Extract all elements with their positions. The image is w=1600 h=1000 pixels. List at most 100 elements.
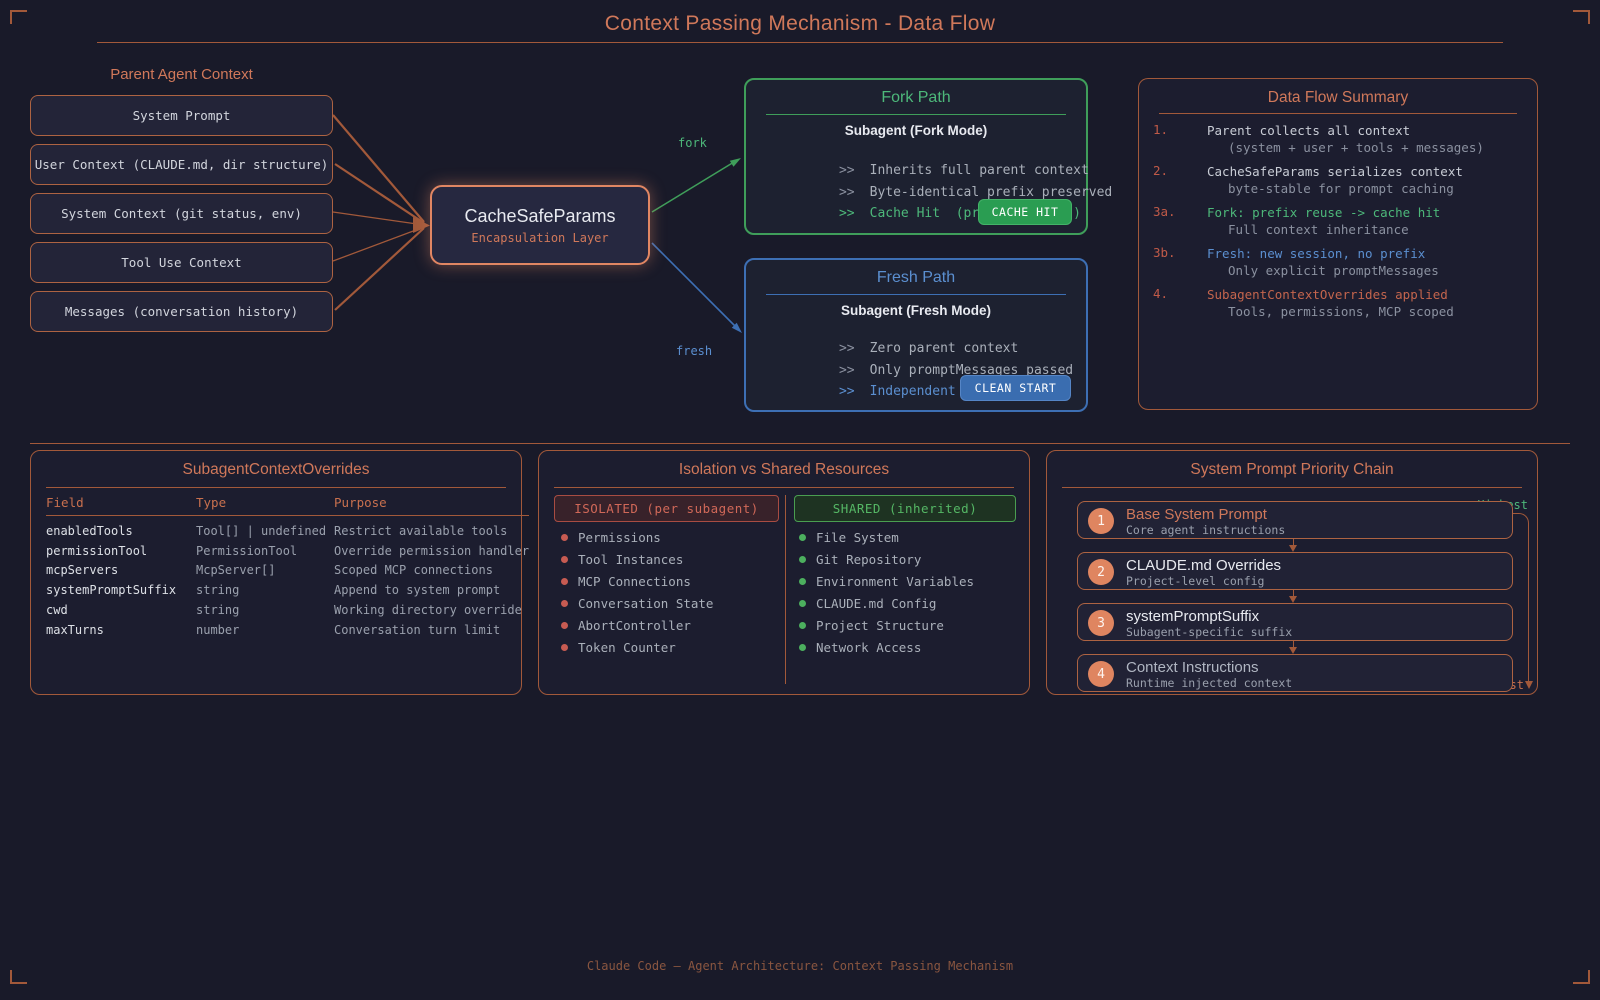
page-title: Context Passing Mechanism - Data Flow — [604, 12, 996, 35]
corner-bracket-icon — [10, 10, 27, 24]
fresh-subtitle: Subagent (Fresh Mode) — [840, 303, 991, 318]
footer-caption: Claude Code — Agent Architecture: Contex… — [586, 959, 1014, 973]
fresh-line: >>Only promptMessages passed — [838, 363, 1074, 378]
bullet-dot-icon — [799, 534, 806, 541]
list-item: Permissions — [561, 530, 713, 545]
summary-item: 4. SubagentContextOverrides applied Tool… — [1153, 286, 1454, 319]
isolation-title: Isolation vs Shared Resources — [678, 461, 890, 478]
summary-list: 1. Parent collects all context (system +… — [1153, 122, 1527, 320]
column-divider — [785, 495, 786, 684]
fork-title-underline — [766, 114, 1066, 115]
fresh-line: >>Zero parent context — [838, 341, 1019, 356]
priority-number-badge: 3 — [1088, 610, 1114, 636]
table-cell: maxTurns — [46, 622, 104, 637]
table-cell: cwd — [46, 602, 68, 617]
list-item: File System — [799, 530, 974, 545]
overrides-underline — [46, 487, 506, 488]
table-cell: Working directory override — [334, 602, 522, 617]
priority-underline — [1062, 487, 1522, 488]
list-item: Conversation State — [561, 596, 713, 611]
list-item: Tool Instances — [561, 552, 713, 567]
down-arrow-icon — [1289, 539, 1298, 552]
context-box-messages: Messages (conversation history) — [30, 291, 333, 332]
priority-item-1: 1 Base System Prompt Core agent instruct… — [1077, 501, 1513, 539]
bullet-dot-icon — [799, 622, 806, 629]
table-cell: McpServer[] — [196, 563, 276, 578]
clean-start-badge: CLEAN START — [960, 375, 1071, 401]
table-cell: Tool[] | undefined — [196, 524, 327, 538]
cache-hit-badge: CACHE HIT — [978, 199, 1072, 225]
list-item: AbortController — [561, 618, 713, 633]
shared-header: SHARED (inherited) — [794, 495, 1016, 522]
list-item: MCP Connections — [561, 574, 713, 589]
fresh-path-title: Fresh Path — [876, 269, 956, 286]
table-cell: Append to system prompt — [334, 583, 501, 598]
bullet-dot-icon — [561, 534, 568, 541]
priority-item-3: 3 systemPromptSuffix Subagent-specific s… — [1077, 603, 1513, 641]
down-arrow-icon — [1289, 641, 1298, 654]
fork-line: >>Byte-identical prefix preserved — [838, 185, 1113, 200]
cache-safe-params-node: CacheSafeParams Encapsulation Layer — [430, 185, 650, 265]
table-cell: enabledTools — [46, 524, 133, 538]
context-box-system-context: System Context (git status, env) — [30, 193, 333, 234]
context-box-tool-use: Tool Use Context — [30, 242, 333, 283]
summary-underline — [1159, 113, 1517, 114]
isolation-panel: Isolation vs Shared Resources ISOLATED (… — [538, 450, 1030, 695]
bullet-dot-icon — [799, 578, 806, 585]
fresh-path-box: Fresh Path Subagent (Fresh Mode) >>Zero … — [744, 258, 1088, 412]
data-flow-summary-panel: Data Flow Summary 1. Parent collects all… — [1138, 78, 1538, 410]
table-cell: Conversation turn limit — [334, 622, 501, 637]
priority-item-4: 4 Context Instructions Runtime injected … — [1077, 654, 1513, 692]
fork-arrow — [651, 158, 741, 213]
bullet-dot-icon — [561, 600, 568, 607]
isolated-header: ISOLATED (per subagent) — [554, 495, 779, 522]
bullet-dot-icon — [799, 556, 806, 563]
fork-subtitle: Subagent (Fork Mode) — [844, 123, 988, 138]
fresh-title-underline — [766, 294, 1066, 295]
bullet-dot-icon — [799, 644, 806, 651]
isolation-underline — [554, 487, 1014, 488]
isolated-list: Permissions Tool Instances MCP Connectio… — [561, 530, 713, 655]
fork-path-title: Fork Path — [881, 89, 951, 106]
priority-number-badge: 2 — [1088, 559, 1114, 585]
context-box-user-context: User Context (CLAUDE.md, dir structure) — [30, 144, 333, 185]
fresh-edge-label: fresh — [676, 344, 713, 358]
column-header: Type — [196, 495, 227, 510]
summary-item: 2. CacheSafeParams serializes context by… — [1153, 163, 1463, 196]
corner-bracket-icon — [1573, 10, 1590, 24]
converge-arrows — [332, 114, 430, 311]
parent-context-heading: Parent Agent Context — [110, 66, 253, 83]
column-header: Field — [46, 495, 84, 510]
list-item: Network Access — [799, 640, 974, 655]
bullet-dot-icon — [799, 600, 806, 607]
summary-item: 3b. Fresh: new session, no prefix Only e… — [1153, 245, 1439, 278]
table-cell: systemPromptSuffix — [46, 583, 177, 598]
overrides-panel: SubagentContextOverrides Field Type Purp… — [30, 450, 530, 695]
bullet-dot-icon — [561, 622, 568, 629]
bullet-dot-icon — [561, 644, 568, 651]
table-cell: PermissionTool — [196, 543, 298, 558]
priority-item-2: 2 CLAUDE.md Overrides Project-level conf… — [1077, 552, 1513, 590]
table-cell: mcpServers — [46, 563, 119, 578]
bullet-dot-icon — [561, 556, 568, 563]
list-item: Project Structure — [799, 618, 974, 633]
shared-list: File System Git Repository Environment V… — [799, 530, 974, 655]
list-item: Git Repository — [799, 552, 974, 567]
overrides-table: Field Type Purpose enabledTools Tool[] |… — [46, 495, 530, 640]
table-cell: string — [196, 602, 240, 617]
corner-bracket-icon — [1573, 970, 1590, 984]
summary-item: 3a. Fork: prefix reuse -> cache hit Full… — [1153, 204, 1441, 237]
priority-direction-arrow — [1507, 513, 1533, 689]
list-item: CLAUDE.md Config — [799, 596, 974, 611]
corner-bracket-icon — [10, 970, 27, 984]
table-cell: string — [196, 583, 240, 598]
column-header: Purpose — [334, 495, 387, 510]
table-cell: Restrict available tools — [334, 524, 508, 538]
title-underline — [97, 42, 1503, 43]
priority-number-badge: 4 — [1088, 661, 1114, 687]
table-cell: number — [196, 622, 240, 637]
priority-number-badge: 1 — [1088, 508, 1114, 534]
table-cell: permissionTool — [46, 543, 148, 558]
down-arrow-icon — [1289, 590, 1298, 603]
